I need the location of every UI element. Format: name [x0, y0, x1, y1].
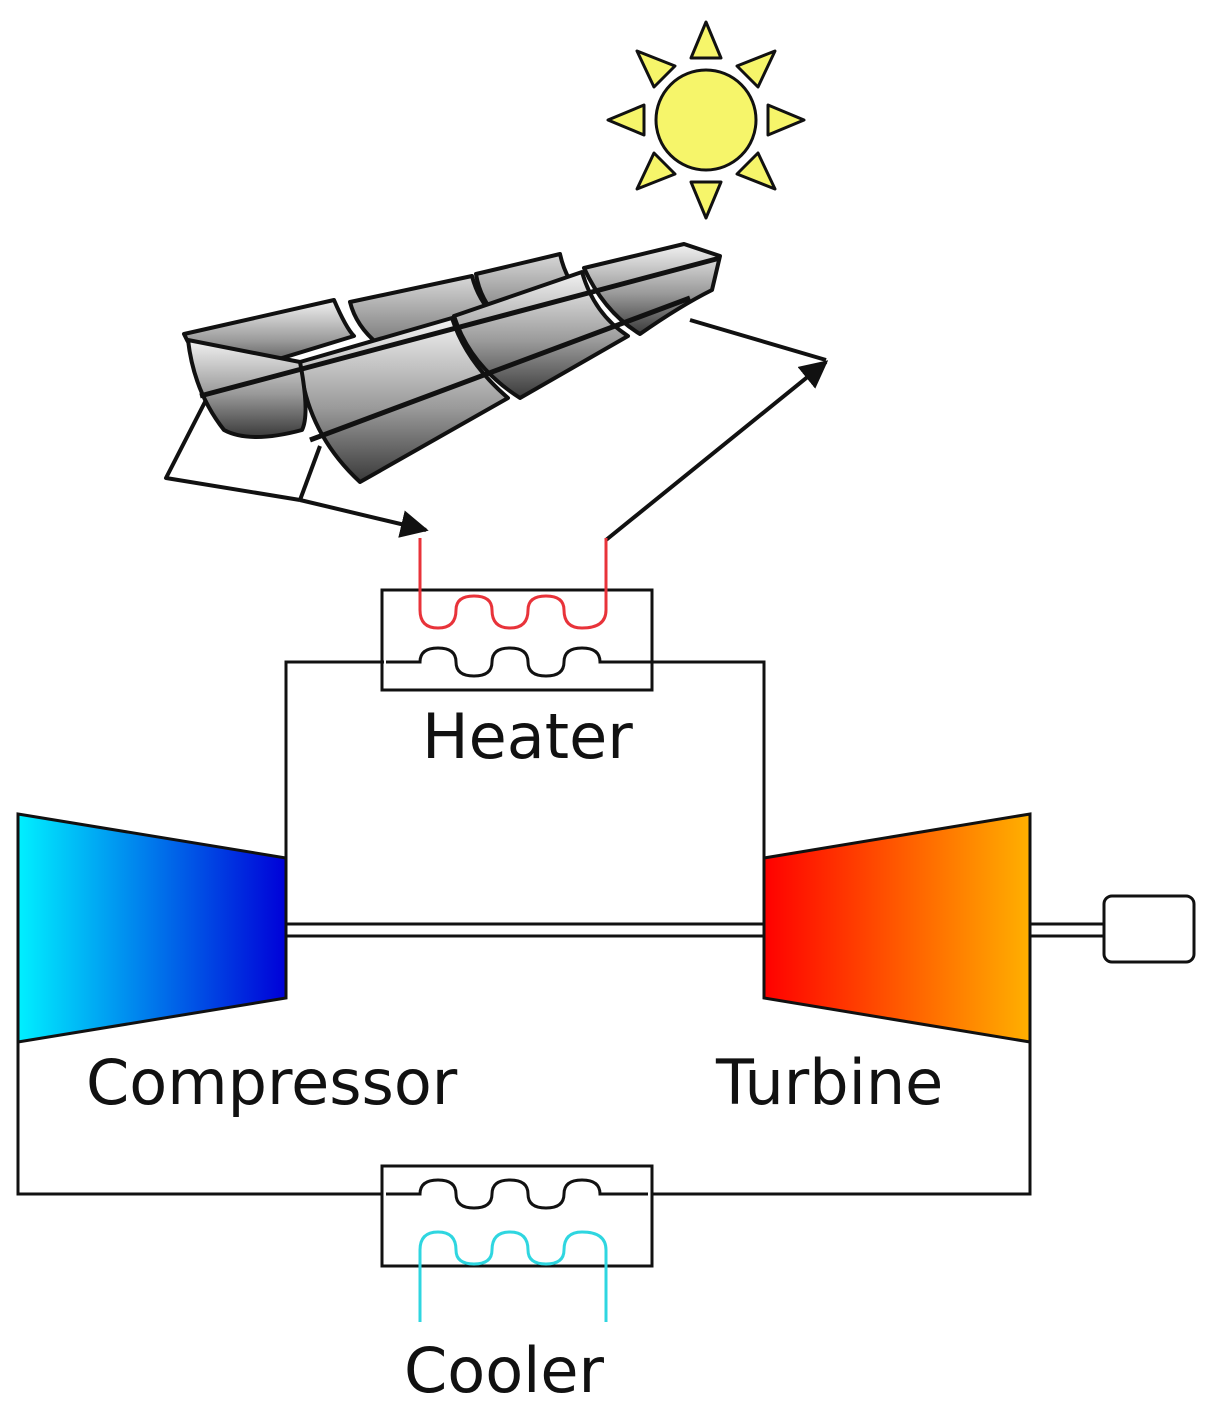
cooler-label: Cooler: [404, 1334, 605, 1407]
turbine: [762, 812, 1032, 1044]
shaft: [286, 922, 1106, 938]
sun-icon: [606, 20, 806, 220]
cold-fluid-coil: [418, 1230, 608, 1322]
return-line: [689, 318, 827, 362]
working-fluid-coil-heater: [386, 646, 648, 678]
compressor-label: Compressor: [86, 1046, 458, 1119]
heater-exchanger: [380, 538, 654, 692]
generator-icon: [1102, 894, 1196, 964]
cycle-pipes: [16, 660, 1032, 1196]
parabolic-trough-collector-icon: [164, 242, 722, 502]
arrow-into-heater: [299, 498, 429, 538]
working-fluid-coil-cooler: [386, 1178, 648, 1210]
heater-label: Heater: [422, 700, 633, 773]
compressor: [16, 812, 288, 1044]
cooler-exchanger: [380, 1164, 654, 1322]
arrow-out-of-heater: [604, 360, 829, 542]
collector-flow-arrows: [299, 318, 829, 542]
hot-fluid-coil: [418, 538, 608, 630]
turbine-label: Turbine: [716, 1046, 944, 1119]
